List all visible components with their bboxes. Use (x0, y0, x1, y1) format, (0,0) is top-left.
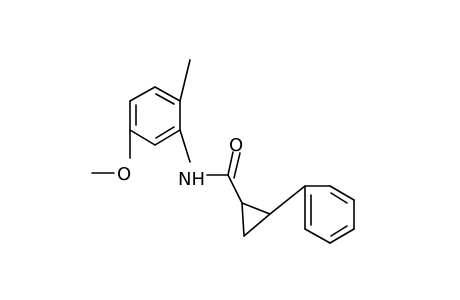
amide-nitrogen-label: NH (178, 169, 205, 190)
ring-b-bond-2 (329, 185, 355, 201)
ring-a-bond-4 (129, 129, 156, 146)
methyl-bond (179, 59, 191, 102)
ring-n-bond (179, 129, 191, 163)
carbonyl-oxygen-label: O (229, 135, 243, 156)
phenyl-ring (304, 185, 355, 244)
carbonyl-cyclopropane-bond (227, 174, 243, 204)
aniline-ring (129, 86, 181, 146)
cyclopropane-ring (241, 202, 271, 237)
ring-b-bond-5 (304, 228, 331, 244)
ring-a-bond-3 (154, 129, 181, 146)
methoxy-oxygen-label: O (117, 164, 131, 185)
ring-a-double-2 (155, 126, 175, 139)
carbonyl-double-bond-a (227, 151, 234, 176)
cyclopropane-bond-3 (241, 202, 245, 237)
ring-b-bond-4 (329, 228, 355, 244)
ring-a-double-1 (155, 93, 175, 105)
ring-b-double-1 (330, 192, 348, 204)
ring-b-double-2 (330, 225, 348, 237)
carbonyl-double-bond-b (233, 152, 241, 179)
cyclopropane-bond-1 (241, 202, 271, 215)
ring-a-bond-1 (154, 86, 181, 102)
cyclopropane-phenyl-bond (269, 185, 306, 215)
ring-a-bond-6 (129, 86, 156, 102)
cyclopropane-bond-2 (243, 213, 271, 237)
